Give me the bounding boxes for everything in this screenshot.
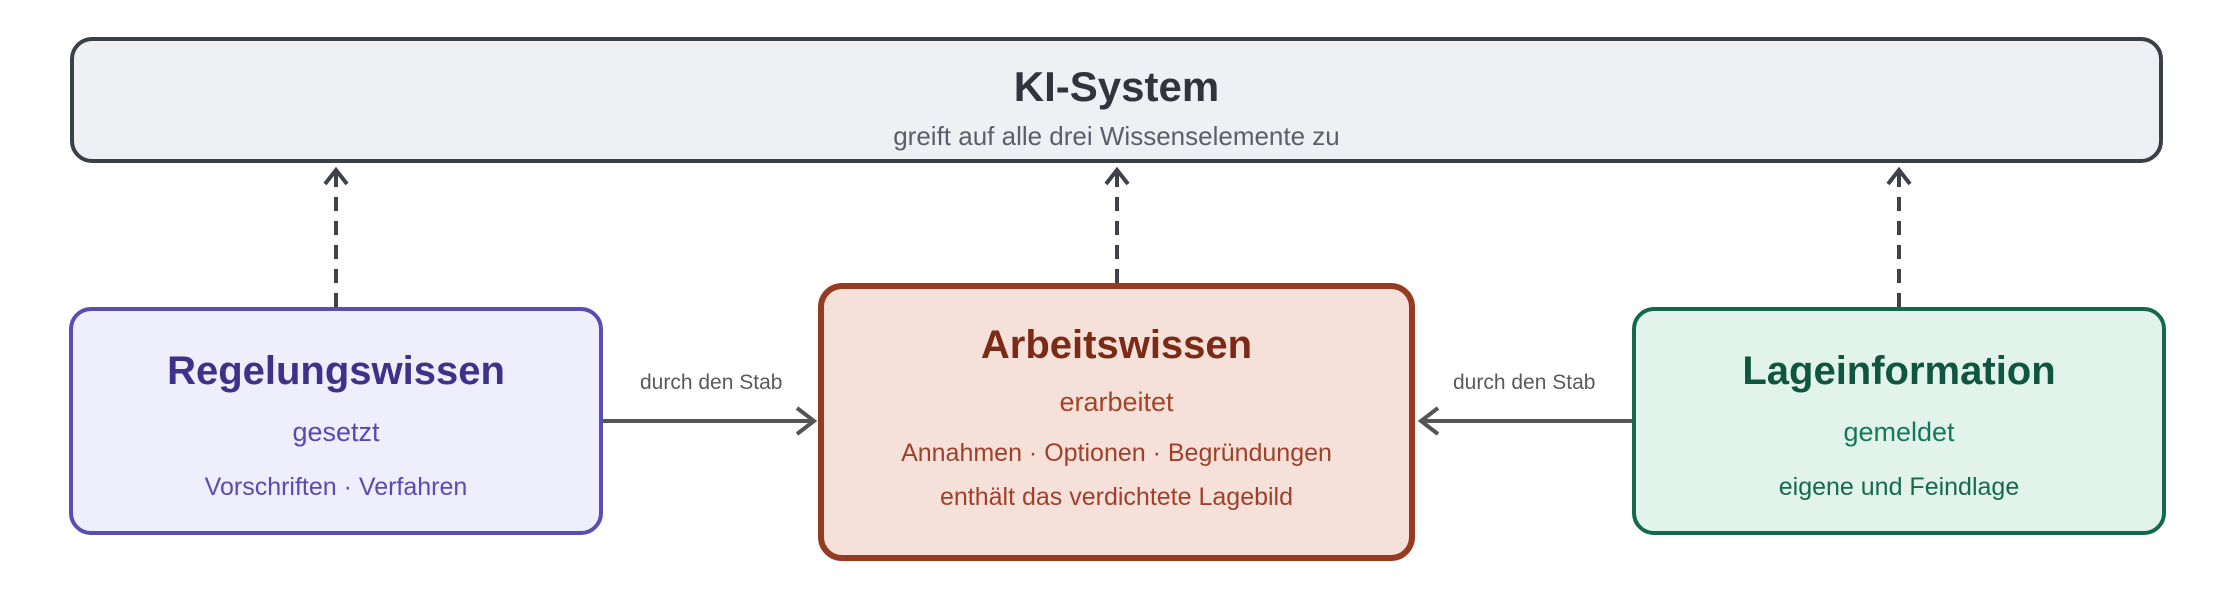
arbeitswissen-title: Arbeitswissen [980,323,1253,367]
arbeitswissen-detail-1: Annahmen · Optionen · Begründungen [901,439,1332,467]
arrowhead-regelung [323,166,349,186]
arrowhead-right-edge [1417,406,1440,436]
arrowhead-lage [1886,166,1912,186]
edge-label-left: durch den Stab [640,371,783,394]
arbeitswissen-status: erarbeitet [1059,387,1174,417]
arbeitswissen-detail-2: enthält das verdichtete Lagebild [939,483,1294,511]
regelungswissen-box: Regelungswissen gesetzt Vorschriften · V… [69,307,603,535]
lageinformation-status: gemeldet [1843,417,1955,447]
arbeitswissen-box: Arbeitswissen erarbeitet Annahmen · Opti… [818,283,1415,561]
ki-system-subtitle: greift auf alle drei Wissenselemente zu [893,121,1340,151]
lageinformation-detail: eigene und Feindlage [1778,473,2020,501]
regelungswissen-status: gesetzt [292,417,380,447]
regelungswissen-title: Regelungswissen [167,349,505,393]
regelungswissen-detail: Vorschriften · Verfahren [204,473,468,501]
arrowhead-left-edge [795,406,818,436]
arrowhead-arbeit [1104,166,1130,186]
ki-system-title: KI-System [1013,63,1220,110]
ki-system-box: KI-System greift auf alle drei Wissensel… [70,37,2163,163]
edge-label-right: durch den Stab [1453,371,1596,394]
lageinformation-title: Lageinformation [1742,349,2056,393]
lageinformation-box: Lageinformation gemeldet eigene und Fein… [1632,307,2166,535]
